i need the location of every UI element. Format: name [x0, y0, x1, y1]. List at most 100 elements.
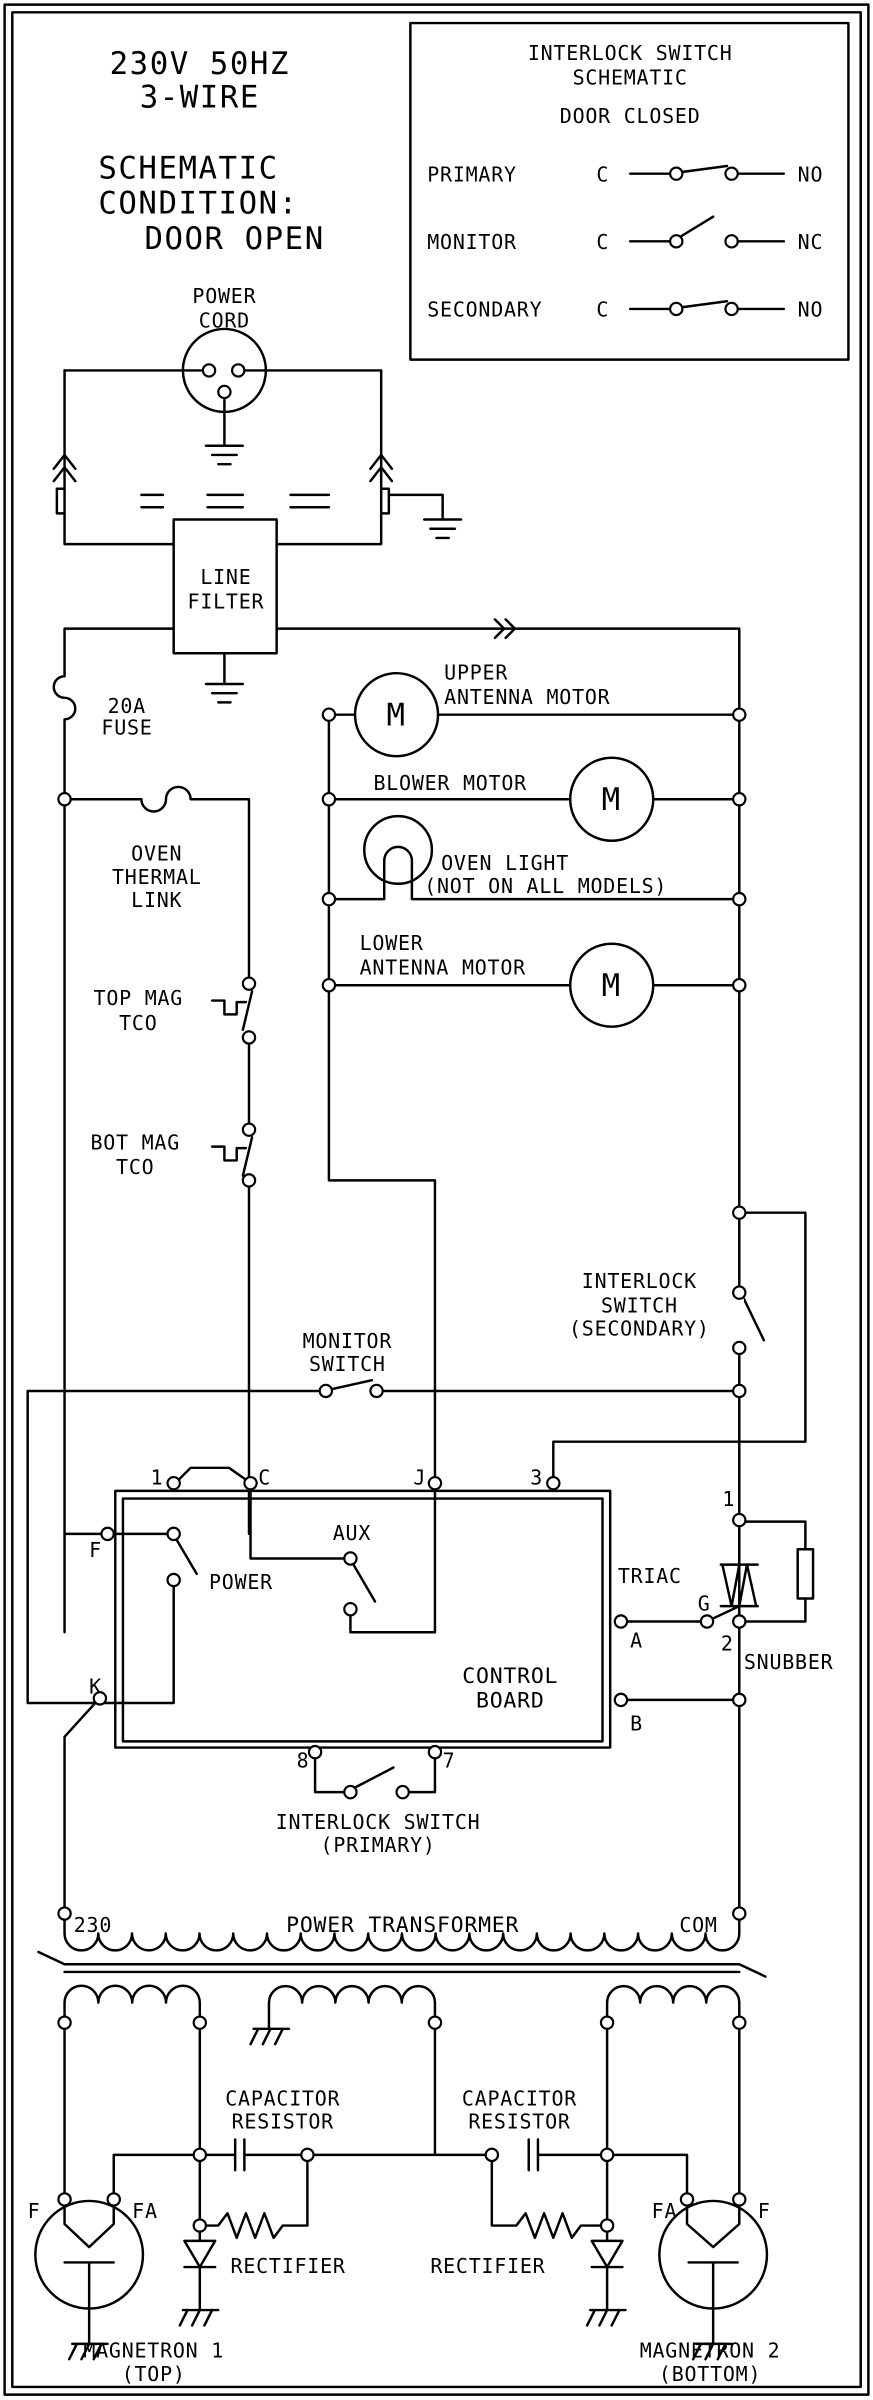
- label: BOARD: [476, 1689, 545, 1714]
- label: RESISTOR: [468, 2110, 571, 2134]
- label: OVEN LIGHT: [441, 851, 569, 875]
- terminal-node: [732, 707, 747, 722]
- label: ANTENNA MOTOR: [444, 685, 610, 709]
- power-relay-blade: [175, 1538, 198, 1576]
- legend-row-secondary: SECONDARY C NO: [427, 298, 822, 322]
- ground-icon: [204, 444, 245, 466]
- terminal-node: [599, 2147, 615, 2163]
- legend-title: SCHEMATIC: [573, 66, 688, 90]
- wire-label: 3-WIRE: [140, 80, 260, 116]
- fuse-label: FUSE: [101, 716, 152, 740]
- transformer-coil: [267, 1984, 437, 2004]
- primary-interlock-switch: 8 7 INTERLOCK SWITCH (PRIMARY): [276, 1744, 480, 1857]
- triac-icon: [711, 1563, 759, 1620]
- legend-row-name: MONITOR: [427, 230, 517, 254]
- terminal-label: 1: [722, 1487, 735, 1511]
- label: AUX: [333, 1521, 371, 1545]
- ground-icon: [422, 518, 463, 540]
- terminal-node: [321, 792, 337, 807]
- resistor-icon: [490, 2153, 609, 2240]
- transformer-coil: [605, 1984, 741, 2004]
- label: LOWER: [360, 931, 424, 955]
- terminal-label: B: [630, 1712, 643, 1736]
- terminal-node: [599, 2218, 615, 2233]
- legend-row-contact: NO: [798, 162, 824, 186]
- switch-open-icon: [628, 215, 786, 243]
- label: POWER TRANSFORMER: [286, 1913, 519, 1938]
- lower-antenna-motor-icon: [568, 942, 655, 1028]
- ground-icon: [204, 651, 245, 704]
- label: RECTIFIER: [231, 2254, 346, 2278]
- label: BOT MAG: [90, 1131, 180, 1155]
- legend-row-name: SECONDARY: [427, 298, 542, 322]
- label: ANTENNA MOTOR: [360, 955, 526, 979]
- legend-row-monitor: MONITOR C NC: [427, 215, 824, 254]
- label: RESISTOR: [232, 2110, 335, 2134]
- terminal-label: F: [89, 1538, 102, 1562]
- resistor-icon: [198, 2153, 309, 2240]
- label: MAGNETRON 2: [640, 2339, 781, 2363]
- power-cord: POWER CORD: [63, 284, 383, 466]
- label: POWER: [209, 1570, 273, 1594]
- outer-border: [3, 3, 870, 2396]
- label: TOP MAG: [94, 986, 184, 1010]
- label: FILTER: [188, 590, 265, 614]
- label: CAPACITOR: [225, 2087, 340, 2111]
- terminal-node: [484, 2147, 500, 2163]
- legend-box: [409, 21, 850, 361]
- rectifier-icon: [585, 2239, 627, 2327]
- terminal-node: [57, 2015, 72, 2030]
- header: 230V 50HZ 3-WIRE SCHEMATIC CONDITION: DO…: [98, 46, 324, 257]
- capacitor-icon: [112, 2138, 689, 2195]
- upper-antenna-motor-icon: [353, 671, 440, 758]
- interlock-legend: INTERLOCK SWITCH SCHEMATIC DOOR CLOSED P…: [409, 21, 850, 361]
- legend-row-common: C: [596, 298, 609, 322]
- terminal-label: F: [28, 2199, 41, 2223]
- terminal-node: [427, 2015, 443, 2030]
- terminal-label: A: [630, 1629, 643, 1653]
- label: (NOT ON ALL MODELS): [424, 874, 667, 898]
- label: THERMAL: [112, 865, 202, 889]
- label: SWITCH: [309, 1352, 386, 1376]
- snubber-resistor-icon: [796, 1548, 815, 1600]
- label: MONITOR: [303, 1329, 393, 1353]
- label: (TOP): [122, 2362, 186, 2386]
- legend-row-contact: NC: [798, 230, 824, 254]
- ground-icon: [249, 2001, 291, 2046]
- switch-blade: [741, 1294, 766, 1342]
- terminal-label: F: [758, 2199, 771, 2223]
- terminal-label: 230: [74, 1913, 112, 1937]
- terminal-node: [192, 2015, 208, 2030]
- terminal-node: [300, 2147, 315, 2163]
- oven-light-icon: [363, 814, 434, 885]
- motor-symbol: M: [602, 782, 622, 818]
- condition-value: DOOR OPEN: [144, 221, 324, 257]
- monitor-switch: MONITOR SWITCH: [26, 1329, 747, 1705]
- terminal-node: [599, 2015, 615, 2030]
- label: LINK: [131, 888, 182, 912]
- terminal-label: 1: [151, 1466, 164, 1490]
- terminal-label: 2: [721, 1632, 734, 1656]
- control-board: CONTROL BOARD POWER AUX 1 C J 3 F K: [63, 1466, 612, 1909]
- terminal-node: [732, 2015, 747, 2030]
- label: SNUBBER: [744, 1650, 834, 1674]
- label: INTERLOCK: [582, 1269, 697, 1293]
- terminal-label: 7: [443, 1749, 456, 1773]
- label: OVEN: [131, 842, 182, 866]
- triac-snubber: TRIAC SNUBBER 1 2 G A B: [613, 1487, 834, 1736]
- terminal-label: FA: [132, 2199, 158, 2223]
- terminal-node: [732, 977, 747, 993]
- label: TCO: [116, 1155, 154, 1179]
- condition-label: SCHEMATIC: [98, 150, 278, 186]
- label: BLOWER MOTOR: [373, 771, 527, 795]
- motor-symbol: M: [387, 697, 407, 733]
- terminal-node: [321, 707, 337, 722]
- label: SWITCH: [601, 1294, 678, 1318]
- label: (BOTTOM): [659, 2362, 761, 2386]
- label: RECTIFIER: [430, 2254, 545, 2278]
- terminal-label: FA: [652, 2199, 678, 2223]
- legend-row-primary: PRIMARY C NO: [427, 162, 824, 186]
- terminal-node: [321, 891, 337, 907]
- blower-motor-icon: [568, 756, 655, 842]
